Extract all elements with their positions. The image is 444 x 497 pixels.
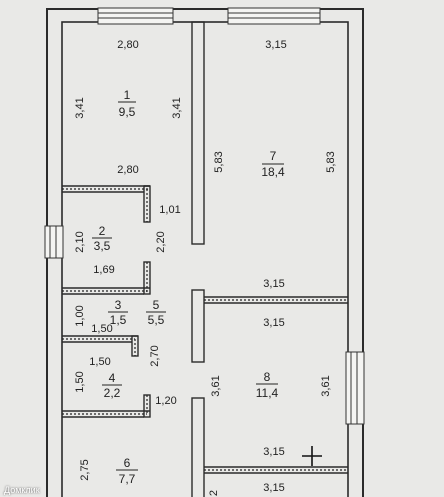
room-5-number: 5 — [153, 298, 160, 312]
dim-r8-right: 3,61 — [320, 375, 332, 396]
dim-r4-left: 1,50 — [74, 371, 86, 392]
room-6-number: 6 — [124, 456, 131, 470]
window-left — [44, 225, 64, 259]
window-right — [345, 351, 365, 425]
room-7-number: 7 — [270, 149, 277, 163]
dim-r7-top: 3,15 — [265, 39, 286, 51]
watermark: Домклик — [4, 485, 40, 495]
dim-bottom-cut: 2 — [208, 490, 220, 496]
room-3-number: 3 — [115, 298, 122, 312]
room-4-number: 4 — [109, 371, 116, 385]
room-3-area: 1,5 — [110, 313, 127, 327]
room-5-area: 5,5 — [148, 313, 165, 327]
dim-r1-top: 2,80 — [117, 39, 138, 51]
dimension-labels-vertical: 3,41 3,41 2,10 2,20 1,00 1,50 2,70 2,75 … — [74, 97, 337, 496]
room-1-number: 1 — [124, 88, 131, 102]
dim-r4-top: 1,50 — [89, 356, 110, 368]
dim-r3-left: 1,00 — [74, 305, 86, 326]
window-top-left — [97, 7, 174, 25]
dim-r2-right: 2,20 — [155, 231, 167, 252]
room-2-area: 3,5 — [94, 239, 111, 253]
dim-r1-left: 3,41 — [74, 97, 86, 118]
dim-r7-bottom: 3,15 — [263, 278, 284, 290]
room-4-area: 2,2 — [104, 386, 121, 400]
room-6-area: 7,7 — [119, 472, 136, 486]
dim-r1-right: 3,41 — [171, 97, 183, 118]
fraction-lines — [92, 101, 284, 471]
dim-r7-left: 5,83 — [213, 151, 225, 172]
hatched-partitions — [62, 188, 348, 471]
dim-corr-gap: 1,01 — [159, 204, 180, 216]
room-8-area: 11,4 — [256, 386, 279, 400]
cross-marker — [302, 446, 322, 466]
dim-corr-lower: 1,20 — [155, 395, 176, 407]
interior-walls — [62, 21, 348, 497]
dim-r6-left: 2,75 — [79, 459, 91, 480]
dim-r1-bottom: 2,80 — [117, 164, 138, 176]
dimension-labels: 2,80 2,80 1,01 1,69 1,50 1,50 1,20 3,15 … — [89, 39, 286, 494]
window-top-right — [227, 7, 321, 25]
dim-r2-left: 2,10 — [74, 231, 86, 252]
dim-r3-bottom: 1,50 — [91, 323, 112, 335]
room-7-area: 18,4 — [261, 165, 285, 179]
room-1-area: 9,5 — [119, 105, 136, 119]
room-labels: 1 9,5 2 3,5 3 1,5 5 5,5 4 2,2 6 7,7 7 18… — [94, 88, 285, 486]
dim-r2-bottom: 1,69 — [93, 264, 114, 276]
room-8-number: 8 — [264, 370, 271, 384]
dim-r8-top: 3,15 — [263, 317, 284, 329]
dim-r7-right: 5,83 — [325, 151, 337, 172]
dim-bottom-right: 3,15 — [263, 482, 284, 494]
room-2-number: 2 — [99, 224, 106, 238]
dim-r5-right: 2,70 — [149, 345, 161, 366]
dim-r8-bottom: 3,15 — [263, 446, 284, 458]
dim-r8-left: 3,61 — [210, 375, 222, 396]
